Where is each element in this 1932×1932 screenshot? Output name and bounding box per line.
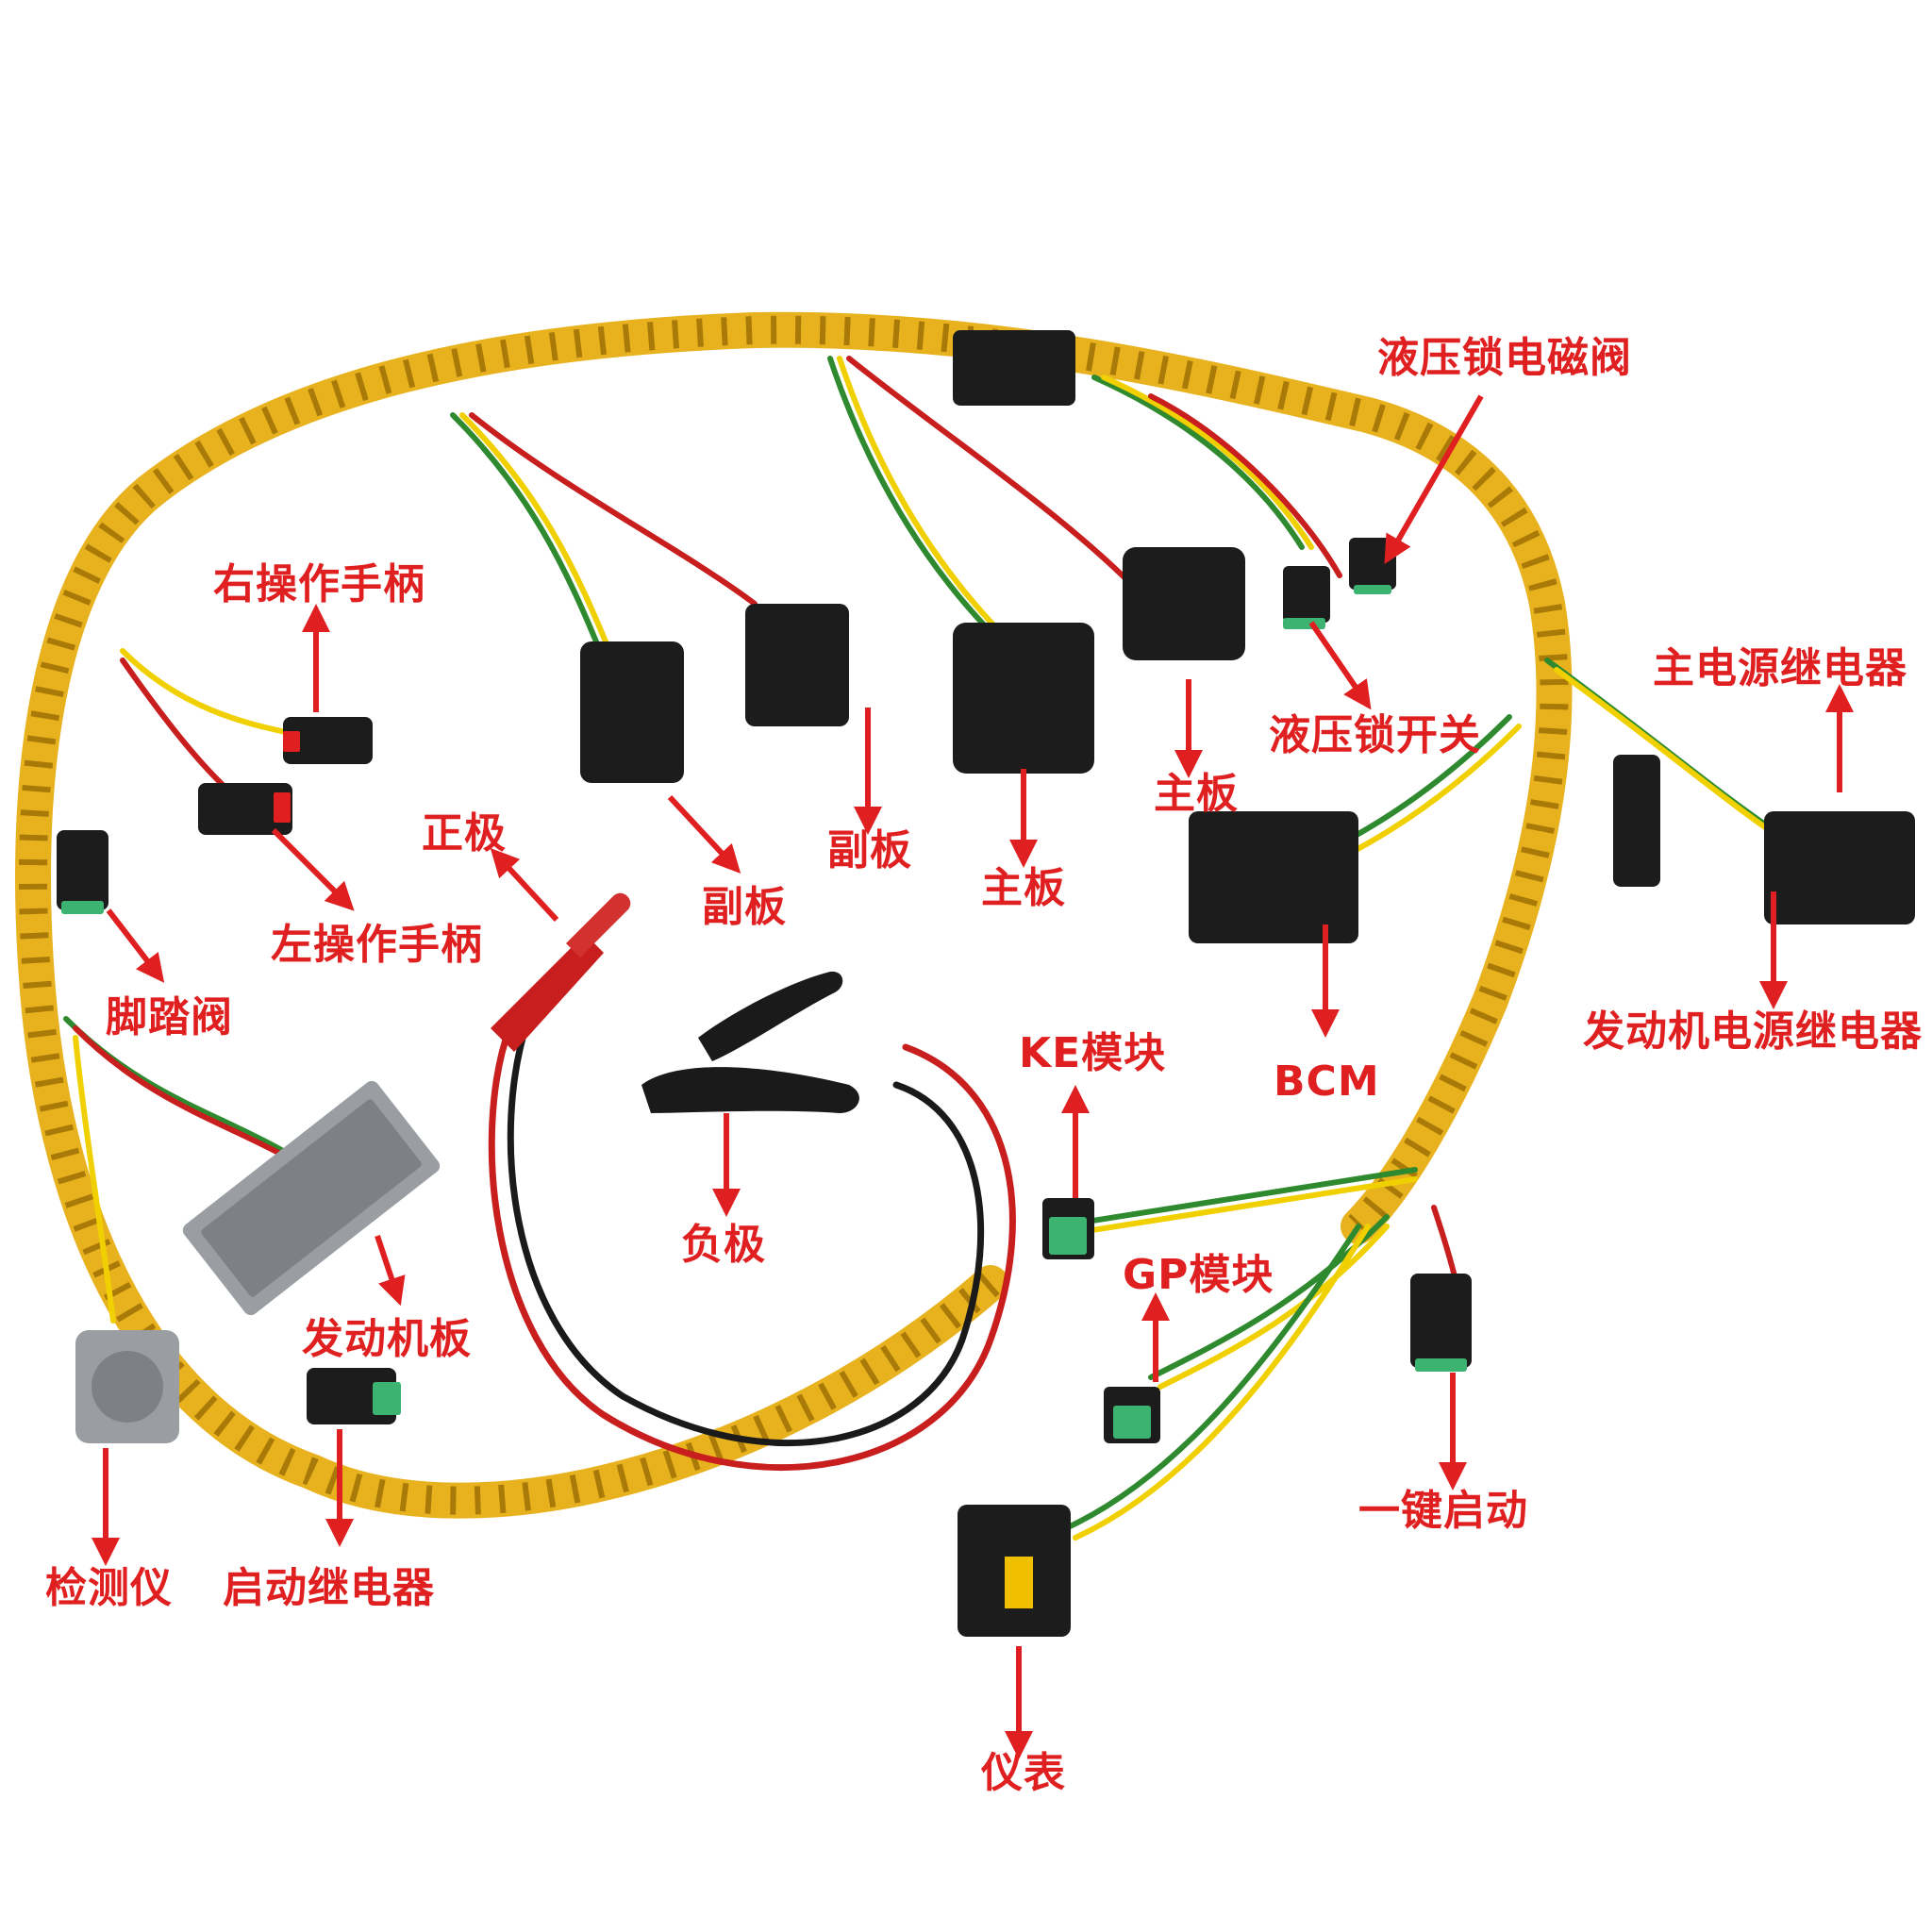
connector-left-joystick (198, 783, 292, 835)
connector-sub-board-1 (580, 641, 684, 783)
connector-hydraulic-lock-solenoid (1349, 538, 1396, 590)
battery-cables (488, 1015, 1016, 1472)
label-bcm: BCM (1274, 1058, 1380, 1106)
label-main-power-relay: 主电源继电器 (1653, 644, 1907, 692)
label-one-key-start: 一键启动 (1358, 1487, 1528, 1535)
connector-one-key-start (1410, 1274, 1472, 1368)
main-harness-trunk (15, 311, 1573, 1519)
label-right-joystick: 右操作手柄 (213, 560, 425, 608)
connector-right-joystick (283, 717, 373, 764)
connector-bcm (1189, 811, 1358, 943)
label-left-joystick: 左操作手柄 (271, 921, 483, 969)
connector-pedal-valve (57, 830, 108, 910)
branch-wires (63, 356, 1786, 1541)
connector-main-board-1 (953, 623, 1094, 774)
label-main-board-2: 主板 (1154, 770, 1239, 818)
annotation-arrows (92, 394, 1854, 1759)
label-engine-board: 发动机板 (302, 1315, 472, 1363)
label-instrument: 仪表 (981, 1749, 1066, 1797)
connector-tester (75, 1330, 179, 1443)
label-hydraulic-lock-solenoid: 液压锁电磁阀 (1377, 334, 1632, 382)
label-ke-module: KE模块 (1019, 1029, 1167, 1077)
connector-sub-board-2 (745, 604, 849, 726)
label-hydraulic-lock-switch: 液压锁开关 (1269, 711, 1481, 759)
label-gp-module: GP模块 (1123, 1251, 1274, 1299)
negative-clamp (641, 971, 859, 1113)
connector-hydraulic-lock-switch (1283, 566, 1330, 623)
label-sub-board-2: 副板 (827, 826, 912, 874)
connector-main-power-relay (1764, 811, 1915, 924)
label-tester: 检测仪 (45, 1564, 173, 1612)
label-main-board-1: 主板 (981, 864, 1066, 912)
label-negative-clamp: 负极 (681, 1221, 766, 1269)
label-engine-power-relay: 发动机电源继电器 (1583, 1008, 1923, 1056)
connector-engine-power-relay-side (1613, 755, 1660, 887)
label-start-relay: 启动继电器 (223, 1564, 435, 1612)
label-pedal-valve: 脚踏阀 (106, 993, 233, 1041)
label-sub-board-1: 副板 (702, 883, 787, 931)
positive-clamp (491, 892, 631, 1052)
connectors (57, 330, 1915, 1637)
label-positive-clamp: 正极 (422, 809, 507, 858)
connector-engine-board (182, 1080, 441, 1316)
connector-main-board-2 (1123, 547, 1245, 660)
connector-top-trunk (953, 330, 1075, 406)
